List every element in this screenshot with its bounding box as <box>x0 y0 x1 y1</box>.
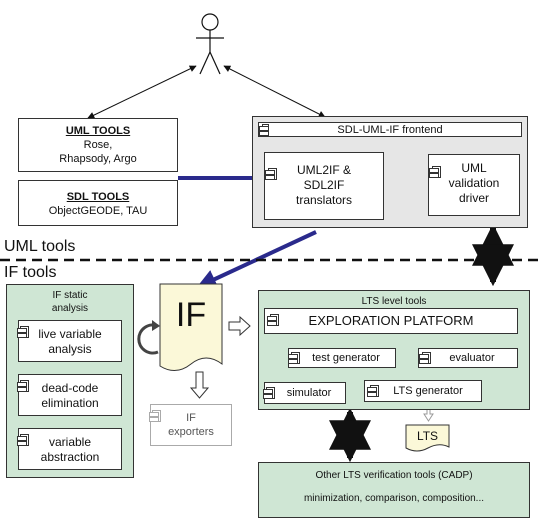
analysis-line: variable <box>48 435 92 449</box>
lts-generator-box: LTS generator <box>364 380 482 402</box>
analysis-line: abstraction <box>40 450 100 464</box>
analysis-line: analysis <box>48 342 92 356</box>
other-tools-title: Other LTS verification tools (CADP) <box>315 470 473 481</box>
analysis-component-icon <box>17 380 29 392</box>
lts-generator-component-icon <box>367 385 379 397</box>
static-analysis-title: analysis <box>51 303 89 314</box>
uml-tools-box: UML TOOLS Rose, Rhapsody, Argo <box>18 118 178 172</box>
uml-tools-title: UML TOOLS <box>65 125 131 137</box>
validation-driver-component-icon <box>429 166 441 178</box>
sdl-tools-item: ObjectGEODE, TAU <box>48 205 148 217</box>
lts-level-title: LTS level tools <box>361 296 427 307</box>
test-generator-label: test generator <box>312 352 380 364</box>
static-analysis-title: IF static <box>52 290 88 301</box>
validation-driver-line: validation <box>448 176 500 190</box>
static-analysis-cycle-icon <box>137 323 159 355</box>
sdl-tools-box: SDL TOOLS ObjectGEODE, TAU <box>18 180 178 226</box>
simulator-box: simulator <box>264 382 346 404</box>
if-exporters-box: IF exporters <box>150 404 232 446</box>
translators-line: SDL2IF <box>303 178 345 192</box>
analysis-line: elimination <box>41 396 99 410</box>
actor-uml-arrow <box>87 65 197 119</box>
sdl-tools-title: SDL TOOLS <box>66 191 130 203</box>
analysis-line: dead-code <box>41 381 99 395</box>
analysis-component-icon <box>17 326 29 338</box>
other-lts-tools-box: Other LTS verification tools (CADP) mini… <box>258 462 530 518</box>
translators-line: translators <box>295 193 353 207</box>
exploration-component-icon <box>267 314 279 326</box>
evaluator-box: evaluator <box>418 348 518 368</box>
variable-abstraction-box: variable abstraction <box>18 428 122 470</box>
user-actor-icon <box>196 13 224 75</box>
if-to-exporters-arrow <box>189 371 210 399</box>
simulator-component-icon <box>263 387 275 399</box>
validation-driver-line: UML <box>461 161 487 175</box>
test-generator-component-icon <box>288 352 300 364</box>
uml-tools-item: Rose, <box>83 139 113 151</box>
lts-document-label: LTS <box>416 429 439 443</box>
if-exporters-component-icon <box>149 410 161 422</box>
if-exporters-line: exporters <box>168 426 214 438</box>
if-exporters-line: IF <box>186 412 196 424</box>
frontend-title-bar: SDL-UML-IF frontend <box>258 122 522 137</box>
exploration-platform-box: EXPLORATION PLATFORM <box>264 308 518 334</box>
translators-component-icon <box>265 168 277 180</box>
evaluator-component-icon <box>419 352 431 364</box>
if-document-label: IF <box>175 296 207 334</box>
lts-document-shape <box>405 424 450 452</box>
uml-tools-item: Rhapsody, Argo <box>59 153 137 165</box>
if-document-shape <box>159 283 223 371</box>
live-variable-analysis-box: live variable analysis <box>18 320 122 362</box>
evaluator-label: evaluator <box>449 352 495 364</box>
validation-driver-box: UML validation driver <box>428 154 520 216</box>
simulator-label: simulator <box>286 387 332 399</box>
test-generator-box: test generator <box>288 348 396 368</box>
translators-line: UML2IF & <box>296 163 351 177</box>
uml-section-label: UML tools <box>4 238 76 255</box>
analysis-line: live variable <box>38 327 102 341</box>
translators-box: UML2IF & SDL2IF translators <box>264 152 384 220</box>
lts-generator-label: LTS generator <box>393 385 463 397</box>
analysis-component-icon <box>17 434 29 446</box>
dead-code-elimination-box: dead-code elimination <box>18 374 122 416</box>
exploration-platform-label: EXPLORATION PLATFORM <box>308 313 474 328</box>
if-section-label: IF tools <box>4 264 57 281</box>
validation-driver-line: driver <box>458 191 489 205</box>
actor-frontend-arrow <box>223 65 326 118</box>
frontend-title: SDL-UML-IF frontend <box>337 124 443 136</box>
if-to-lts-arrow <box>228 315 251 337</box>
frontend-component-icon <box>259 124 269 136</box>
other-tools-subtitle: minimization, comparison, composition... <box>303 493 485 504</box>
